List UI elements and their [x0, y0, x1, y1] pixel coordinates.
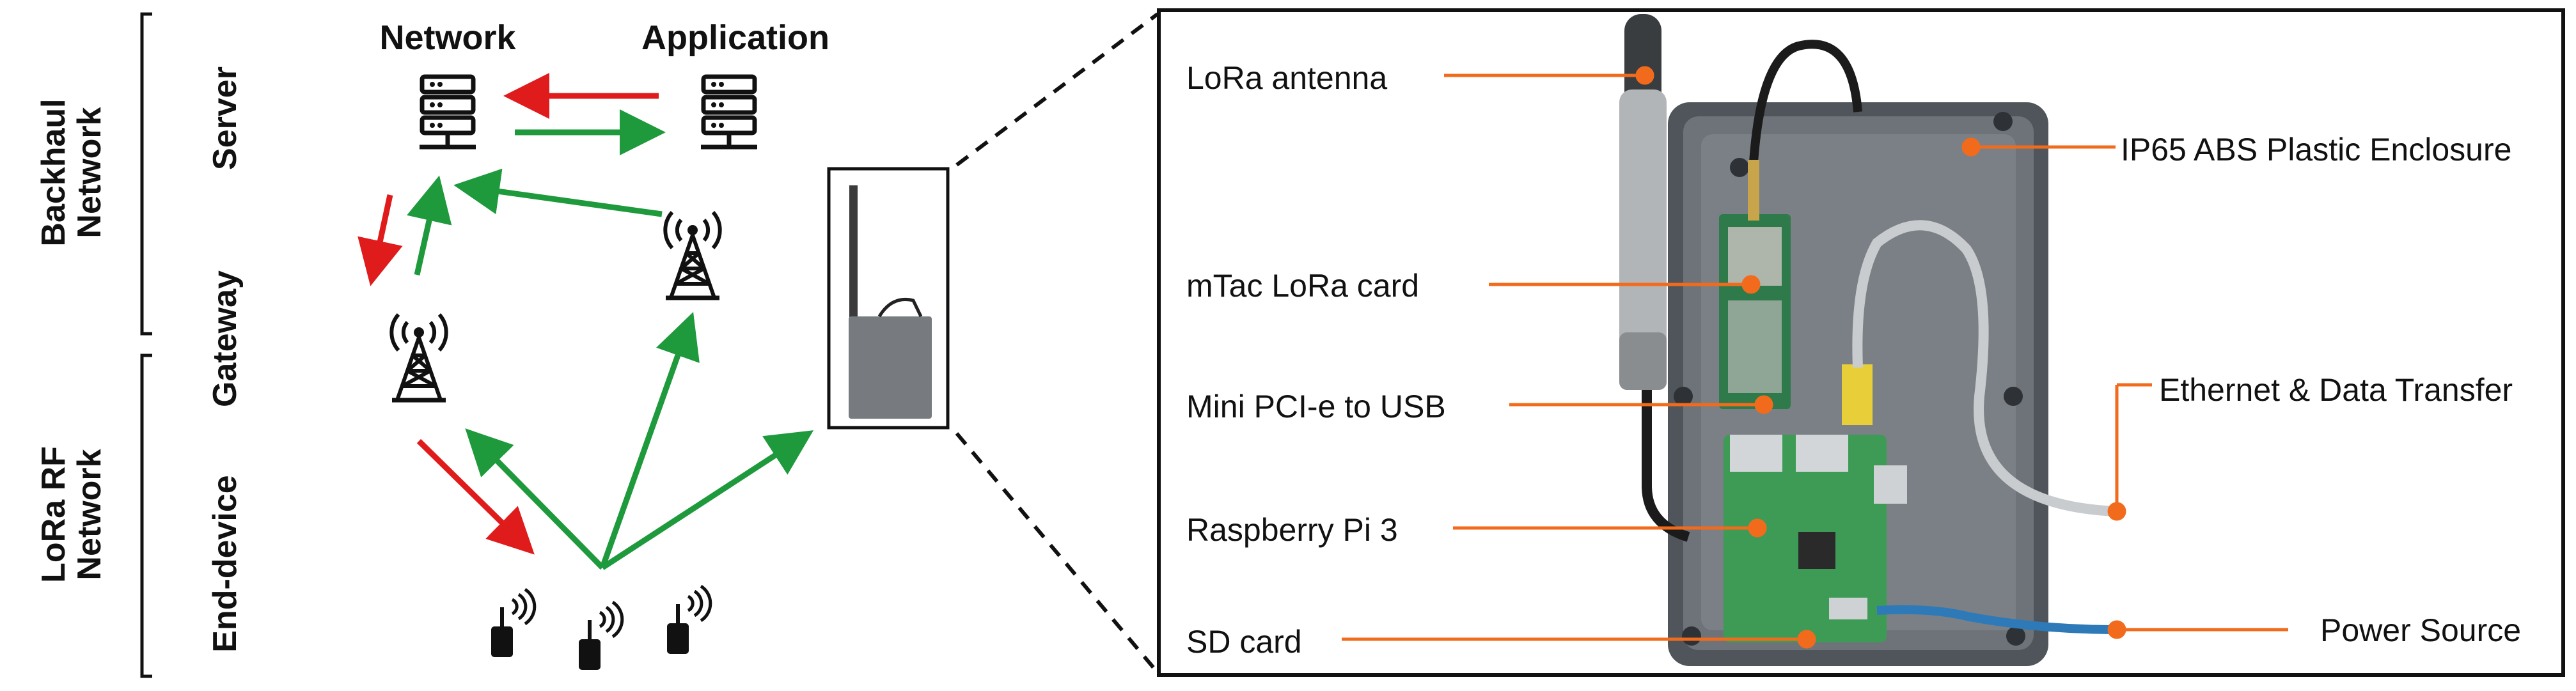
callouts	[1342, 66, 2288, 649]
part-mtac-card: mTac LoRa card	[1186, 268, 1420, 304]
tier-server-label: Server	[207, 66, 244, 170]
zoom-line	[955, 432, 1159, 674]
zoom-line	[955, 12, 1159, 167]
sensor-icon	[579, 602, 622, 670]
antenna-base	[1619, 89, 1667, 390]
part-sd-card: SD card	[1186, 624, 1302, 660]
uplink-arrow	[453, 168, 663, 217]
antenna-cable	[1642, 390, 1690, 542]
backhaul-bracket	[140, 12, 152, 336]
part-lora-antenna: LoRa antenna	[1186, 60, 1388, 96]
network-server-icon	[420, 77, 476, 147]
part-ethernet: Ethernet & Data Transfer	[2159, 372, 2513, 408]
lora-rf-bracket	[140, 353, 152, 678]
tier-gateway-label: Gateway	[207, 270, 244, 407]
thumbnail-cable	[877, 297, 923, 318]
downlink-arrow	[416, 439, 535, 555]
thumbnail-antenna	[849, 185, 858, 342]
ethernet-plug	[1842, 364, 1873, 425]
application-server-label: Application	[641, 19, 829, 57]
application-server-icon	[701, 77, 757, 147]
sensor-icon	[491, 589, 535, 657]
part-enclosure: IP65 ABS Plastic Enclosure	[2121, 132, 2512, 167]
downlink-arrow	[357, 194, 403, 286]
tier-end-device-label: End-device	[207, 475, 244, 653]
uplink-arrow	[601, 430, 814, 570]
part-mini-pcie: Mini PCI-e to USB	[1186, 389, 1446, 424]
sensor-icon	[667, 586, 711, 654]
power-cable	[1876, 605, 2117, 634]
network-server-label: Network	[379, 19, 516, 57]
uplink-arrow	[465, 428, 605, 570]
uplink-arrow	[407, 175, 452, 276]
uplink-arrow	[599, 312, 700, 569]
part-raspberry-pi: Raspberry Pi 3	[1186, 512, 1398, 548]
thumbnail-enclosure	[849, 316, 932, 419]
ethernet-cable	[1852, 220, 2117, 516]
pigtail-cable	[1748, 40, 1862, 186]
tower-icon	[665, 212, 719, 298]
part-power-source: Power Source	[2320, 612, 2522, 648]
tower-icon	[391, 314, 446, 400]
